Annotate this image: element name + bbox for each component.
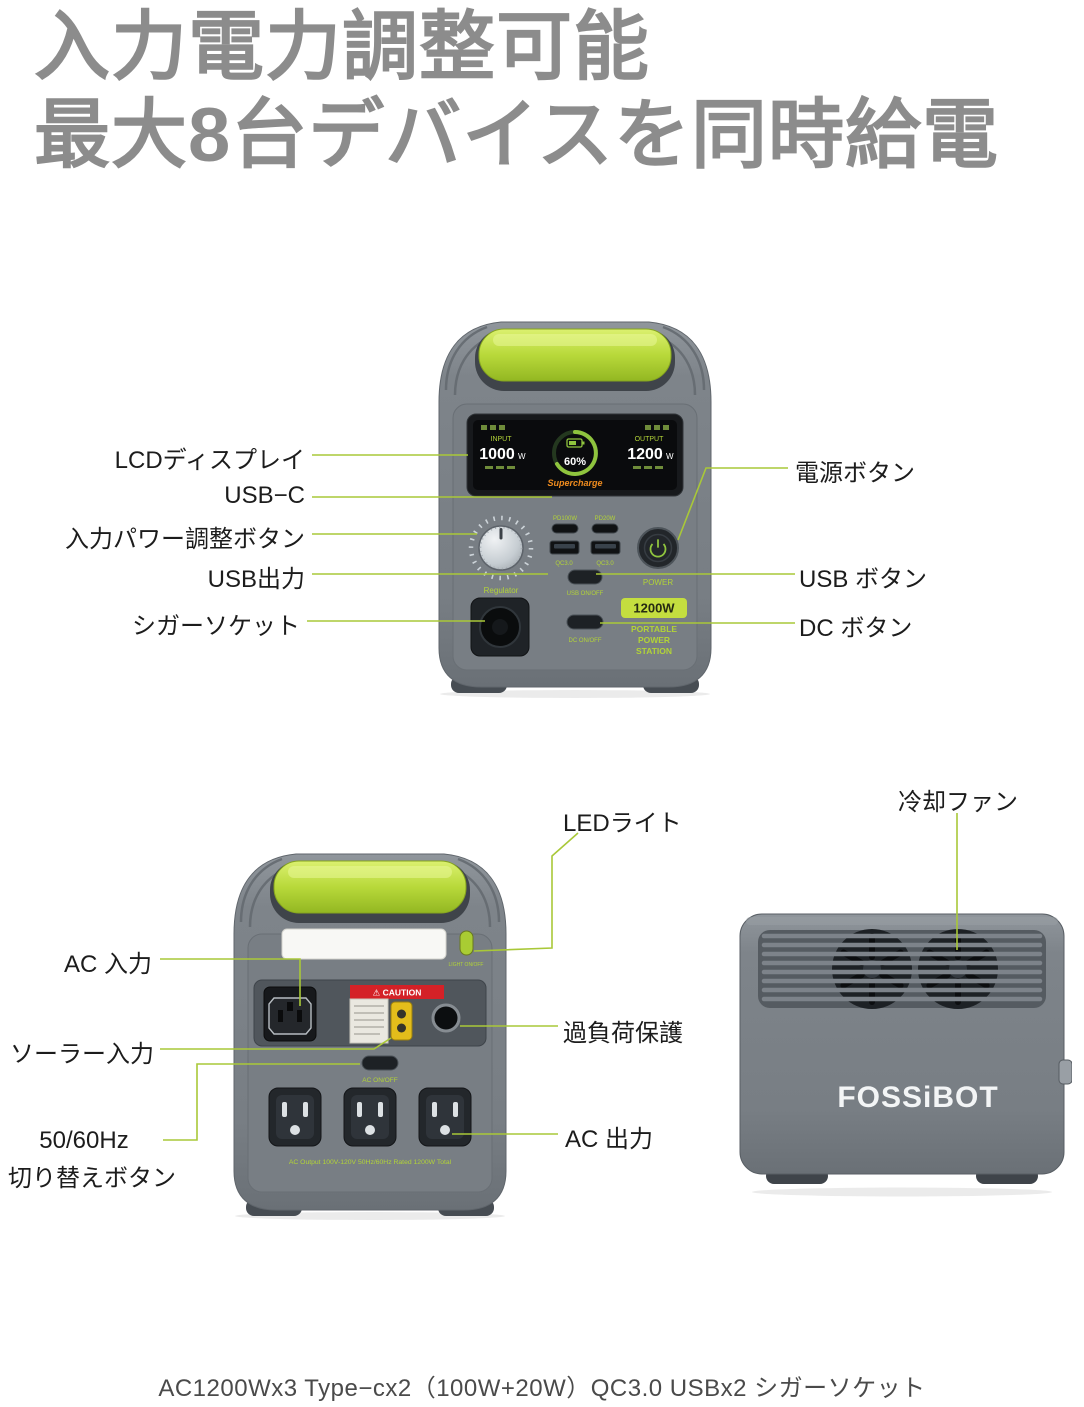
front-view: INPUT 1000 W 60% OUTPUT 1200 W [415,298,735,698]
ac-input-socket [263,986,317,1042]
caution-label: ⚠ CAUTION [349,985,444,1044]
dc-onoff-button [566,614,604,630]
light-onoff-label: LIGHT ON/OFF [449,962,484,968]
badge-line4: STATION [636,646,672,656]
title-line-1: 入力電力調整可能 [34,5,650,90]
display-input-value: 1000 [479,446,515,463]
ac-outlet-3 [418,1087,472,1147]
label-hz-switch: 50/60Hz 切り替えボタン [8,1122,176,1198]
ac-onoff-button: AC ON/OFF [361,1055,399,1084]
label-cooling-fan: 冷却ファン [898,789,1018,816]
display-input-bars [485,466,515,469]
dc-port-side [1058,1059,1073,1085]
ac-outlet-1 [268,1087,322,1147]
light-onoff-button: LIGHT ON/OFF [449,930,484,968]
label-dc-button: DC ボタン [799,615,913,642]
battery-ring-arc [555,430,598,476]
footer-caption: AC1200Wx3 Type−cx2（100W+20W）QC3.0 USBx2 … [158,1375,926,1402]
usba1-label: QC3.0 [555,561,573,567]
rear-rating-text: AC Output 100V-120V 50Hz/60Hz Rated 1200… [289,1159,452,1166]
usbc-port-2 [591,523,619,534]
page-title: 入力電力調整可能 最大8台デバイスを同時給電 [34,4,999,180]
battery-icon [566,438,585,448]
usba2-label: QC3.0 [596,561,614,567]
label-lcd-display: LCDディスプレイ [114,447,305,474]
power-icon [649,543,667,558]
cigarette-socket-pin [492,619,508,635]
badge-line2: PORTABLE [631,624,677,634]
front-view-graphic: INPUT 1000 W 60% OUTPUT 1200 W [438,321,712,698]
display-input-unit: W [518,452,526,461]
display-output-unit: W [666,452,674,461]
handle-highlight [493,334,657,346]
usba-port-2-tongue [595,544,616,549]
rear-view-graphic: LIGHT ON/OFF ⚠ CAUTION [233,853,507,1220]
dc-onoff-label: DC ON/OFF [569,638,602,644]
regulator-label: Regulator [484,586,519,595]
led-light-strip [281,928,447,960]
label-hz-switch-line2: 切り替えボタン [8,1165,176,1192]
badge-line3: POWER [638,635,670,645]
ac-outlets [268,1087,472,1147]
usb-onoff-button [567,569,603,585]
title-line-2: 最大8台デバイスを同時給電 [34,93,999,178]
lcd-display: INPUT 1000 W 60% OUTPUT 1200 W [466,413,684,497]
usb-onoff-label: USB ON/OFF [567,591,604,597]
label-power-button: 電源ボタン [795,460,915,487]
label-usb-output: USB出力 [207,566,305,593]
label-usb-button: USB ボタン [799,566,928,593]
label-input-power-adjust: 入力パワー調整ボタン [65,526,305,553]
label-ac-input: AC 入力 [63,951,152,978]
badge-wattage: 1200W [633,601,675,616]
label-hz-switch-line1: 50/60Hz [39,1127,129,1154]
label-solar-input: ソーラー入力 [10,1041,154,1068]
power-label: POWER [643,578,673,587]
rear-handle-highlight [288,866,452,878]
side-view-graphic: FOSSiBOT [739,913,1073,1197]
side-shadow [752,1187,1052,1197]
brand-logo: FOSSiBOT [837,1081,998,1114]
side-view: FOSSiBOT [732,902,1073,1202]
display-battery-percent: 60% [564,456,586,468]
label-cigarette-socket: シガーソケット [132,613,300,640]
input-power-knob: Regulator [468,515,534,595]
knob-scale-ticks [468,515,534,581]
solar-input-port [390,1001,413,1041]
ac-outlet-2 [343,1087,397,1147]
usbc-port-1 [551,523,579,534]
label-ac-output: AC 出力 [565,1126,654,1153]
caution-text: ⚠ CAUTION [373,988,422,998]
label-usb-c: USB−C [224,482,305,509]
rear-view: LIGHT ON/OFF ⚠ CAUTION [210,830,530,1220]
power-button: POWER [637,527,679,587]
display-status-icons [481,425,669,430]
usb-ports: PD100W PD20W QC3.0 QC3.0 USB ON/OFF [549,516,621,597]
usbc1-label: PD100W [553,516,577,522]
caution-card-textlines [354,1005,384,1035]
side-top-highlight [746,917,1058,925]
display-output-value: 1200 [627,446,663,463]
vent-slats [761,933,1043,1002]
display-output-bars [633,466,663,469]
display-supercharge-label: Supercharge [547,478,602,488]
display-output-label: OUTPUT [635,436,665,443]
front-shadow [440,690,710,698]
display-input-label: INPUT [491,436,513,443]
label-led-light: LEDライト [563,810,682,837]
usbc2-label: PD20W [595,516,616,522]
io-recess-panel: ⚠ CAUTION [253,979,487,1047]
rear-shadow [235,1212,505,1220]
overload-protection-button [431,1003,461,1033]
label-overload-protection: 過負荷保護 [563,1020,683,1047]
bottom-ports: DC ON/OFF 1200W PORTABLE POWER STATION [470,597,687,657]
ac-onoff-label: AC ON/OFF [362,1077,397,1084]
usba-port-1-tongue [554,544,575,549]
wattage-badge: 1200W PORTABLE POWER STATION [621,598,687,656]
cooling-vent [758,929,1046,1009]
